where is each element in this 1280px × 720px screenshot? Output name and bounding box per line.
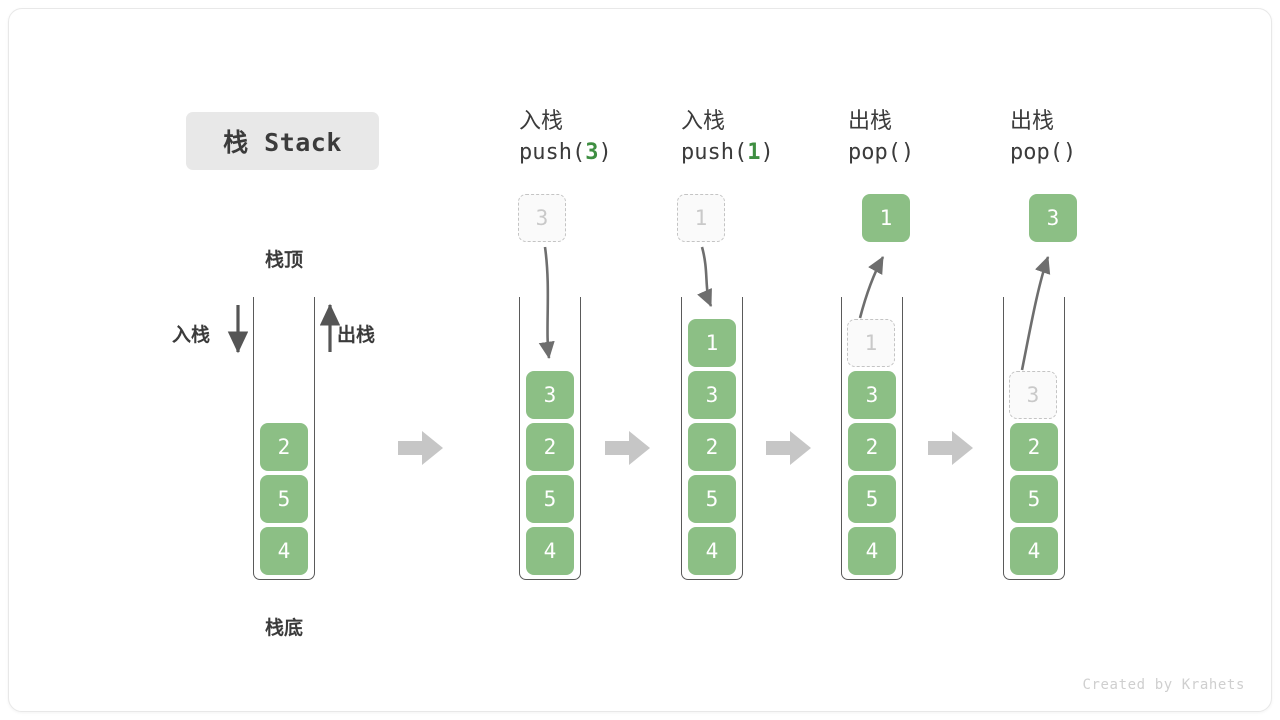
pop-side-label: 出栈 [337,324,376,346]
stack-cell: 4 [688,527,736,575]
stack-cell: 5 [1010,475,1058,523]
title-badge: 栈 Stack [186,112,379,170]
column-header-cn: 出栈 [848,109,893,134]
floating-cell-popped: 1 [862,194,910,242]
column-header-cn: 入栈 [681,109,726,134]
stack-top-label: 栈顶 [264,249,303,271]
push-side-label: 入栈 [172,324,211,346]
stack-cell: 5 [526,475,574,523]
stack-cell: 4 [526,527,574,575]
stack-cell: 4 [1010,527,1058,575]
stack-cell: 4 [260,527,308,575]
floating-cell-ghost: 1 [677,194,725,242]
push-arg-value: 1 [747,140,761,166]
stack-cell-ghost: 3 [1009,371,1057,419]
column-header-code: pop() [848,140,915,166]
floating-cell-popped: 3 [1029,194,1077,242]
stack-container-initial [253,297,315,580]
stack-cell-ghost: 1 [847,319,895,367]
stack-cell: 2 [260,423,308,471]
stack-container-push-1 [681,297,743,580]
footer-credit: Created by Krahets [1082,677,1245,693]
flow-arrow [766,430,812,466]
stack-container-push-3 [519,297,581,580]
column-header-code: pop() [1010,140,1077,166]
column-header-push-3: 入栈 push(3) [519,106,709,168]
floating-cell-ghost: 3 [518,194,566,242]
stack-cell: 3 [688,371,736,419]
column-header-pop-1: 出栈 pop() [848,106,1038,168]
column-header-cn: 入栈 [519,109,564,134]
column-header-code: push(3) [519,140,612,166]
stack-cell: 2 [848,423,896,471]
flow-arrow [398,430,444,466]
stack-cell: 5 [260,475,308,523]
stack-cell: 2 [1010,423,1058,471]
stack-cell: 4 [848,527,896,575]
stack-cell: 2 [526,423,574,471]
flow-arrow [605,430,651,466]
flow-arrow [928,430,974,466]
push-arg-value: 3 [585,140,599,166]
stack-cell: 3 [848,371,896,419]
stack-cell: 1 [688,319,736,367]
column-header-cn: 出栈 [1010,109,1055,134]
stack-cell: 2 [688,423,736,471]
stack-container-pop-3 [1003,297,1065,580]
stack-container-pop-1 [841,297,903,580]
stack-cell: 5 [688,475,736,523]
stack-cell: 5 [848,475,896,523]
stack-bottom-label: 栈底 [264,617,303,639]
column-header-code: push(1) [681,140,774,166]
stack-cell: 3 [526,371,574,419]
column-header-push-1: 入栈 push(1) [681,106,871,168]
column-header-pop-3: 出栈 pop() [1010,106,1200,168]
